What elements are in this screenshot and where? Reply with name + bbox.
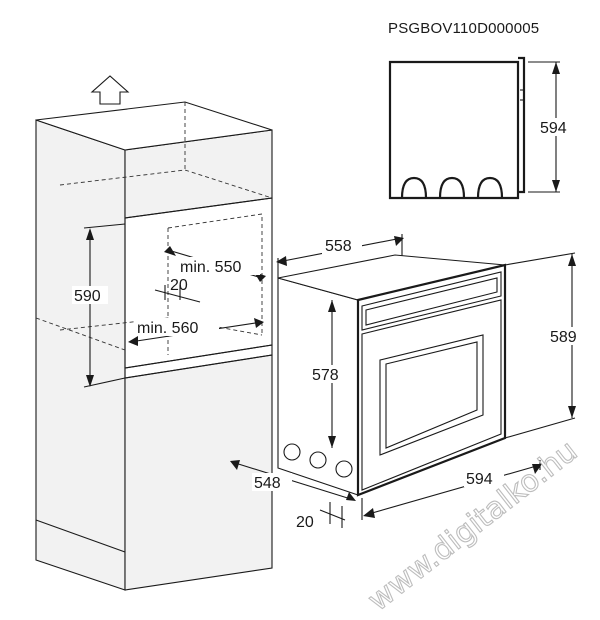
dim-min550-label: min. 550 <box>180 259 241 276</box>
dim-cabinet-depth: min. 550 <box>164 246 266 282</box>
dim-548-label: 548 <box>254 475 281 492</box>
model-code: PSGBOV110D000005 <box>388 20 539 37</box>
cabinet-side-panel <box>35 119 126 591</box>
dim-cabinet-gap: 20 <box>154 277 201 303</box>
watermark: www.digitalko.hu <box>361 434 584 619</box>
side-view-body <box>388 60 520 200</box>
oven-door <box>361 299 502 491</box>
dim-589-label: 589 <box>550 329 577 346</box>
side-view-roller-3 <box>476 176 504 199</box>
dim-cabinet-width: min. 560 <box>128 318 264 346</box>
dim-594-side-label: 594 <box>540 120 567 137</box>
dim-590-label: 590 <box>74 288 101 305</box>
cabinet-top-surface <box>35 101 273 151</box>
dim-20-front-label: 20 <box>296 514 314 531</box>
dim-oven-depth-bottom: 548 <box>230 460 356 501</box>
dim-558-label: 558 <box>325 238 352 255</box>
dim-oven-height-total: 589 <box>504 252 588 439</box>
cabinet-bottom-front <box>124 354 273 591</box>
dim-20-gap-label: 20 <box>170 277 188 294</box>
dim-cabinet-height: 590 <box>72 223 126 388</box>
dim-oven-depth-top: 558 <box>276 234 404 278</box>
oven-roller-3 <box>335 460 353 478</box>
dim-front-offset: 20 <box>296 502 346 531</box>
dim-oven-width: 594 <box>361 460 542 520</box>
dim-578-label: 578 <box>312 367 339 384</box>
side-view-roller-1 <box>400 176 428 199</box>
dim-594-width-label: 594 <box>466 471 493 488</box>
oven <box>277 254 507 497</box>
side-view-roller-2 <box>438 176 466 199</box>
ventilation-arrow-icon <box>90 75 130 105</box>
cabinet <box>35 101 273 591</box>
oven-roller-2 <box>309 451 327 469</box>
side-view: PSGBOV110D000005 594 <box>388 20 576 200</box>
dim-oven-body-height: 578 <box>310 300 350 448</box>
dim-min560-label: min. 560 <box>137 320 198 337</box>
oven-roller-1 <box>283 443 301 461</box>
oven-window <box>379 334 484 456</box>
oven-control-panel <box>361 271 502 331</box>
